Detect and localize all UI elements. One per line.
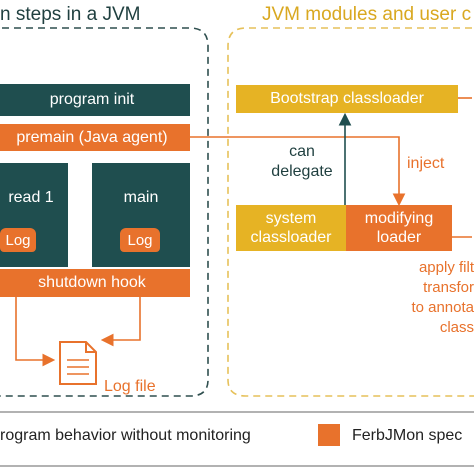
- log-left-to-file: [15, 295, 56, 367]
- log-right-box: Log: [120, 228, 160, 252]
- log-left-box: Log: [0, 228, 36, 252]
- legend-program-behavior: rogram behavior without monitoring: [0, 427, 251, 444]
- apply-filter-line-4: class: [439, 319, 474, 336]
- can-delegate-label: can delegate: [262, 142, 342, 182]
- inject-arrow: [190, 136, 406, 207]
- system-classloader-line-2: classloader: [250, 229, 332, 246]
- apply-filter-line-1: apply filt: [418, 259, 474, 276]
- legend-ferbjmon: FerbJMon spec: [352, 427, 463, 444]
- modifying-loader-line-1: modifying: [364, 210, 434, 227]
- program-init-box: program init: [0, 84, 190, 116]
- right-panel-title: JVM modules and user c: [262, 4, 472, 25]
- left-panel-border: [0, 27, 209, 397]
- shutdown-hook-box: shutdown hook: [0, 269, 190, 297]
- modifying-loader-box: modifying loader: [346, 205, 452, 251]
- log-right-to-file: [100, 295, 141, 347]
- premain-box: premain (Java agent): [0, 124, 190, 151]
- system-classloader-line-1: system: [265, 210, 317, 227]
- apply-filter-line-3: to annota: [411, 299, 474, 316]
- apply-filter-line-2: transfor: [423, 279, 474, 296]
- can-delegate-line-2: delegate: [271, 163, 333, 180]
- legend-frame: [0, 411, 474, 467]
- log-file-icon: [59, 341, 97, 385]
- inject-label: inject: [407, 155, 445, 172]
- apply-filter-label: apply filt transfor to annota class: [384, 258, 474, 338]
- bootstrap-classloader-box: Bootstrap classloader: [236, 85, 458, 113]
- can-delegate-line-1: can: [289, 143, 315, 160]
- log-file-label: Log file: [104, 378, 156, 395]
- legend-orange-swatch: [318, 424, 340, 446]
- system-classloader-box: system classloader: [236, 205, 346, 251]
- left-panel-title: n steps in a JVM: [0, 4, 141, 25]
- right-panel-border: [227, 27, 474, 397]
- modifying-loader-line-2: loader: [376, 229, 422, 246]
